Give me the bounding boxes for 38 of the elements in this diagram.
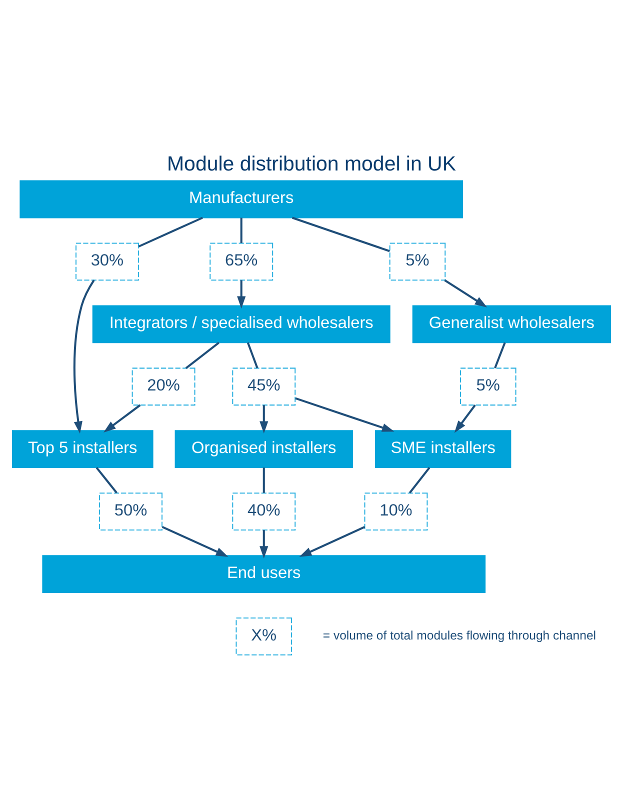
node-box: 50% xyxy=(99,492,163,530)
node-box: X% xyxy=(236,618,292,656)
arrow xyxy=(444,279,488,308)
arrow xyxy=(104,404,141,432)
arrow xyxy=(237,280,246,309)
connector xyxy=(262,468,265,493)
connector xyxy=(246,342,258,368)
node-box: Top 5 installers xyxy=(12,430,154,468)
connector xyxy=(240,218,242,244)
node-box: 5% xyxy=(389,242,446,281)
node-box: SME installers xyxy=(374,430,512,468)
node-box: 40% xyxy=(232,492,296,530)
node-box: Organised installers xyxy=(174,430,353,468)
node-box: End users xyxy=(42,555,486,593)
diagram-title: Module distribution model in UK xyxy=(167,152,456,176)
arrow xyxy=(295,397,394,432)
node-box: Manufacturers xyxy=(20,180,464,218)
connector xyxy=(408,466,430,494)
arrow xyxy=(299,526,366,557)
connector xyxy=(292,216,390,252)
node-box: 5% xyxy=(460,368,516,406)
connector xyxy=(494,342,506,368)
node-box: 65% xyxy=(210,242,274,281)
connector xyxy=(185,342,220,369)
connector xyxy=(138,216,203,248)
node-box: Integrators / specialised wholesalers xyxy=(92,305,390,344)
connector xyxy=(96,466,118,494)
arrow xyxy=(260,530,268,558)
node-box: 10% xyxy=(364,492,428,530)
arrow xyxy=(73,280,95,434)
node-label: = volume of total modules flowing through channel xyxy=(322,628,596,643)
node-box: 45% xyxy=(232,368,296,406)
arrow xyxy=(454,404,476,433)
node-box: Generalist wholesalers xyxy=(412,305,611,344)
arrow xyxy=(162,526,228,557)
arrow xyxy=(260,405,268,434)
node-box: 30% xyxy=(75,242,139,281)
node-box: 20% xyxy=(132,368,196,406)
